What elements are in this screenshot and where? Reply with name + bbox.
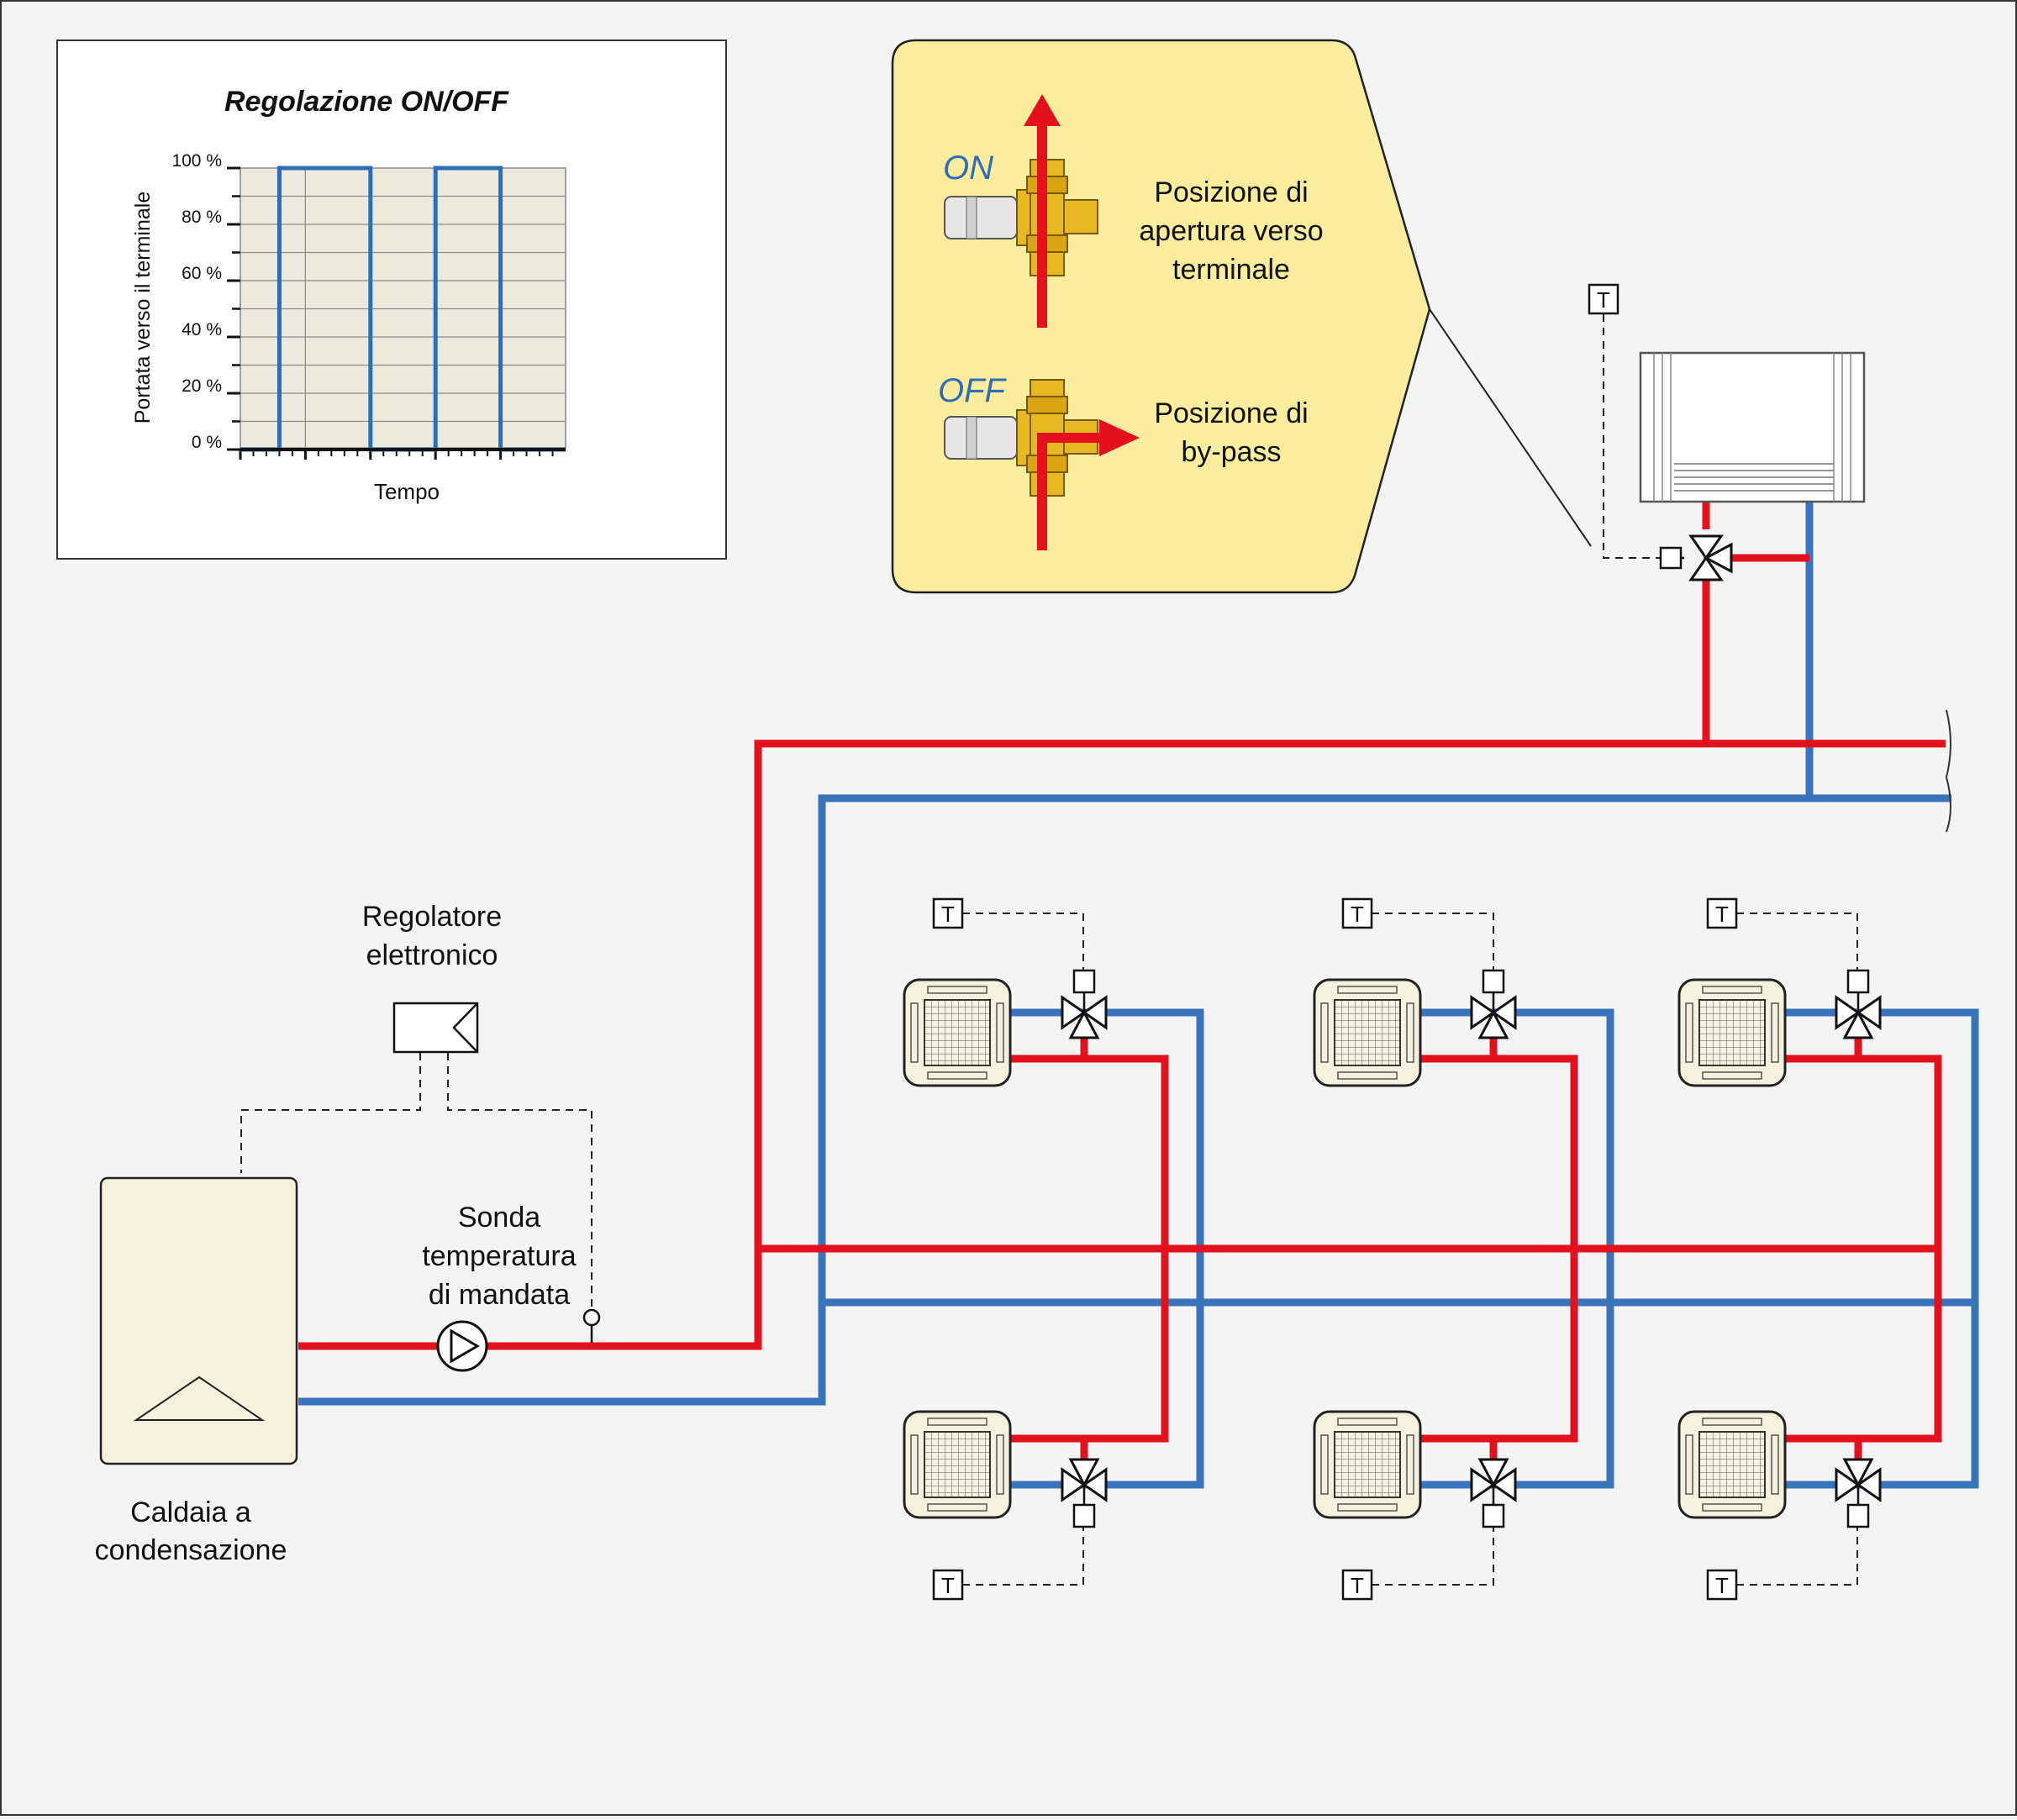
cassette-unit-top-1 <box>903 978 1012 1087</box>
valve-callout: ON Posizione di apertura verso terminale… <box>891 39 1592 594</box>
cassette-unit-bottom-2 <box>1313 1410 1422 1519</box>
supply-pipes <box>298 501 1946 1460</box>
valve-on-illustration <box>944 94 1098 328</box>
thermostat-label: T <box>1351 1573 1364 1598</box>
sensor-label-line-3: di mandata <box>429 1279 570 1311</box>
three-way-valve-bottom-3 <box>1835 1458 1882 1528</box>
off-text-line-1: Posizione di <box>1154 397 1308 429</box>
x-axis-label: Tempo <box>374 479 440 504</box>
thermostat-bottom-1: T <box>932 1569 964 1601</box>
on-text-line-1: Posizione di <box>1154 176 1308 208</box>
cassette-unit-bottom-3 <box>1677 1410 1787 1519</box>
y-tick-label: 100 % <box>171 151 222 171</box>
thermostat-label: T <box>1715 1573 1729 1598</box>
controller-label-line-1: Regolatore <box>362 901 502 933</box>
fan-coil-three-way-valve <box>1689 534 1733 581</box>
on-text-line-3: terminale <box>1172 254 1290 286</box>
cassette-unit-bottom-1 <box>903 1410 1012 1519</box>
cassette-unit-top-3 <box>1677 978 1787 1087</box>
off-label: OFF <box>938 372 1008 409</box>
y-tick-label: 80 % <box>182 208 222 227</box>
y-axis-label: Portata verso il terminale <box>131 192 155 424</box>
thermostat-label: T <box>1715 902 1729 927</box>
thermostat-bottom-2: T <box>1341 1569 1373 1601</box>
electronic-controller <box>392 1002 479 1054</box>
three-way-valve-top-1 <box>1061 969 1108 1039</box>
thermostat-label: T <box>1351 902 1364 927</box>
circulation-pump <box>436 1320 488 1372</box>
plot-area <box>240 167 566 449</box>
three-way-valve-bottom-2 <box>1470 1458 1517 1528</box>
callout-shape <box>891 39 1431 594</box>
callout-leader <box>1429 308 1592 547</box>
on-text-line-2: apertura verso <box>1139 215 1323 247</box>
cassette-unit-top-2 <box>1313 978 1422 1087</box>
three-way-valve-top-3 <box>1835 969 1882 1039</box>
on-label: ON <box>943 150 993 187</box>
boiler-label-line-1: Caldaia a <box>130 1497 251 1528</box>
chart-panel: Regolazione ON/OFF 0 % 20 % 40 % 60 % 80 % 10… <box>56 39 727 560</box>
chart-box <box>56 39 727 560</box>
thermostat-bottom-3: T <box>1706 1569 1738 1601</box>
thermostat-top-3: T <box>1706 897 1738 929</box>
thermostat-fan-coil: T <box>1588 283 1619 315</box>
control-wiring <box>240 314 1858 1586</box>
thermostat-label: T <box>941 902 955 927</box>
three-way-valve-top-2 <box>1470 969 1517 1039</box>
flow-temperature-sensor <box>582 1308 601 1343</box>
boiler-label-line-2: condensazione <box>95 1534 287 1566</box>
off-text-line-2: by-pass <box>1181 436 1281 468</box>
thermostat-label: T <box>1597 287 1610 313</box>
fan-coil-unit <box>1639 351 1866 503</box>
y-tick-label: 20 % <box>182 376 222 396</box>
thermostat-label: T <box>941 1573 955 1598</box>
sensor-label-line-1: Sonda <box>458 1202 540 1233</box>
chart-title: Regolazione ON/OFF <box>224 86 509 118</box>
three-way-valve-bottom-1 <box>1061 1458 1108 1528</box>
pipe-break-mark <box>1945 709 1951 833</box>
valve-off-illustration <box>944 379 1140 550</box>
controller-label-line-2: elettronico <box>366 939 498 971</box>
thermostat-top-1: T <box>932 897 964 929</box>
y-tick-label: 60 % <box>182 264 222 283</box>
fan-coil-actuator <box>1659 546 1683 570</box>
y-tick-label: 40 % <box>182 320 222 339</box>
chart-y-tick-labels: 0 % 20 % 40 % 60 % 80 % 100 % <box>171 151 222 452</box>
thermostat-top-2: T <box>1341 897 1373 929</box>
y-tick-label: 0 % <box>192 433 222 452</box>
condensing-boiler <box>99 1176 298 1465</box>
sensor-label-line-2: temperatura <box>422 1240 576 1272</box>
